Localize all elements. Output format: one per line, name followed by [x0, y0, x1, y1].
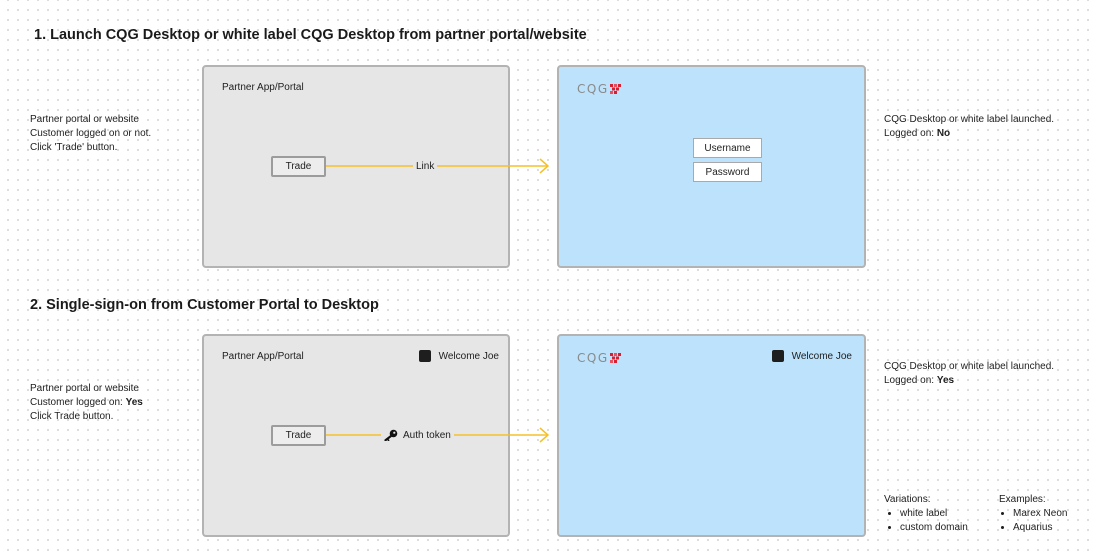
section2-token-arrowhead	[539, 427, 550, 443]
avatar-square-icon	[771, 350, 784, 362]
password-field[interactable]: Password	[693, 162, 762, 182]
section2-left-note-line2: Customer logged on: Yes	[30, 396, 143, 410]
section2-partner-portal-frame: Partner App/Portal Welcome Joe	[202, 334, 510, 537]
section1-logo-text: CQG	[577, 82, 609, 96]
customer-logged-on-value: Yes	[125, 397, 143, 408]
example-item: Aquarius	[1013, 521, 1067, 535]
variation-item: custom domain	[900, 521, 968, 535]
section2-left-note-line1: Partner portal or website	[30, 383, 139, 394]
section1-left-note: Partner portal or website Customer logge…	[30, 113, 151, 155]
section2-portal-welcome: Welcome Joe	[418, 350, 499, 362]
section2-portal-title: Partner App/Portal	[222, 351, 304, 362]
logged-on-value: No	[936, 128, 951, 139]
section1-partner-portal-frame: Partner App/Portal	[202, 65, 510, 268]
section2-left-note-line3: Click Trade button.	[30, 411, 114, 422]
avatar-square-icon	[418, 350, 431, 362]
section1-cqg-logo: CQG	[577, 82, 621, 96]
section2-cqg-desktop-frame: CQG Welcome Joe	[557, 334, 866, 537]
key-icon	[384, 429, 398, 441]
example-item: Marex Neon	[1013, 507, 1067, 521]
portal-welcome-text: Welcome Joe	[438, 350, 499, 362]
section1-portal-title: Partner App/Portal	[222, 82, 304, 93]
desktop-welcome-text: Welcome Joe	[791, 350, 852, 362]
examples-list: Marex Neon Aquarius	[999, 507, 1067, 535]
section2-logo-text: CQG	[577, 351, 609, 365]
logged-on-label: Logged on:	[884, 128, 937, 139]
section2-left-note: Partner portal or website Customer logge…	[30, 382, 143, 424]
username-field[interactable]: Username	[693, 138, 762, 158]
section1-left-note-line: Customer logged on or not.	[30, 128, 152, 139]
variations-title: Variations:	[884, 494, 931, 505]
auth-token-text: Auth token	[403, 429, 451, 441]
section1-left-note-line: Click 'Trade' button.	[30, 142, 118, 153]
section1-heading: 1. Launch CQG Desktop or white label CQG…	[34, 27, 587, 43]
variation-item: white label	[900, 507, 968, 521]
logged-on-value: Yes	[936, 375, 955, 386]
section2-right-note-line2: Logged on: Yes	[884, 374, 1054, 388]
section1-cqg-desktop-frame: CQG Username Password	[557, 65, 866, 268]
variations-list: white label custom domain	[884, 507, 968, 535]
section1-link-arrowhead	[539, 158, 550, 174]
examples-block: Examples: Marex Neon Aquarius	[999, 493, 1067, 535]
cqg-logo-mark-icon	[609, 84, 621, 94]
cqg-logo-mark-icon	[609, 353, 621, 363]
section1-trade-button[interactable]: Trade	[271, 156, 326, 177]
section1-right-note: CQG Desktop or white label launched. Log…	[884, 113, 1054, 141]
section2-right-note-line1: CQG Desktop or white label launched.	[884, 361, 1055, 372]
link-label: Link	[413, 159, 438, 173]
section2-heading: 2. Single-sign-on from Customer Portal t…	[30, 297, 379, 313]
section2-right-note: CQG Desktop or white label launched. Log…	[884, 360, 1054, 388]
variations-block: Variations: white label custom domain	[884, 493, 968, 535]
section1-right-note-line2: Logged on: No	[884, 127, 1054, 141]
examples-title: Examples:	[999, 494, 1046, 505]
customer-logged-on-label: Customer logged on:	[30, 397, 126, 408]
section2-desktop-welcome: Welcome Joe	[771, 350, 852, 362]
section2-cqg-logo: CQG	[577, 351, 621, 365]
auth-token-label: Auth token	[381, 428, 454, 442]
logged-on-label: Logged on:	[884, 375, 937, 386]
section1-right-note-line1: CQG Desktop or white label launched.	[884, 114, 1055, 125]
section1-left-note-line: Partner portal or website	[30, 114, 139, 125]
section2-trade-button[interactable]: Trade	[271, 425, 326, 446]
